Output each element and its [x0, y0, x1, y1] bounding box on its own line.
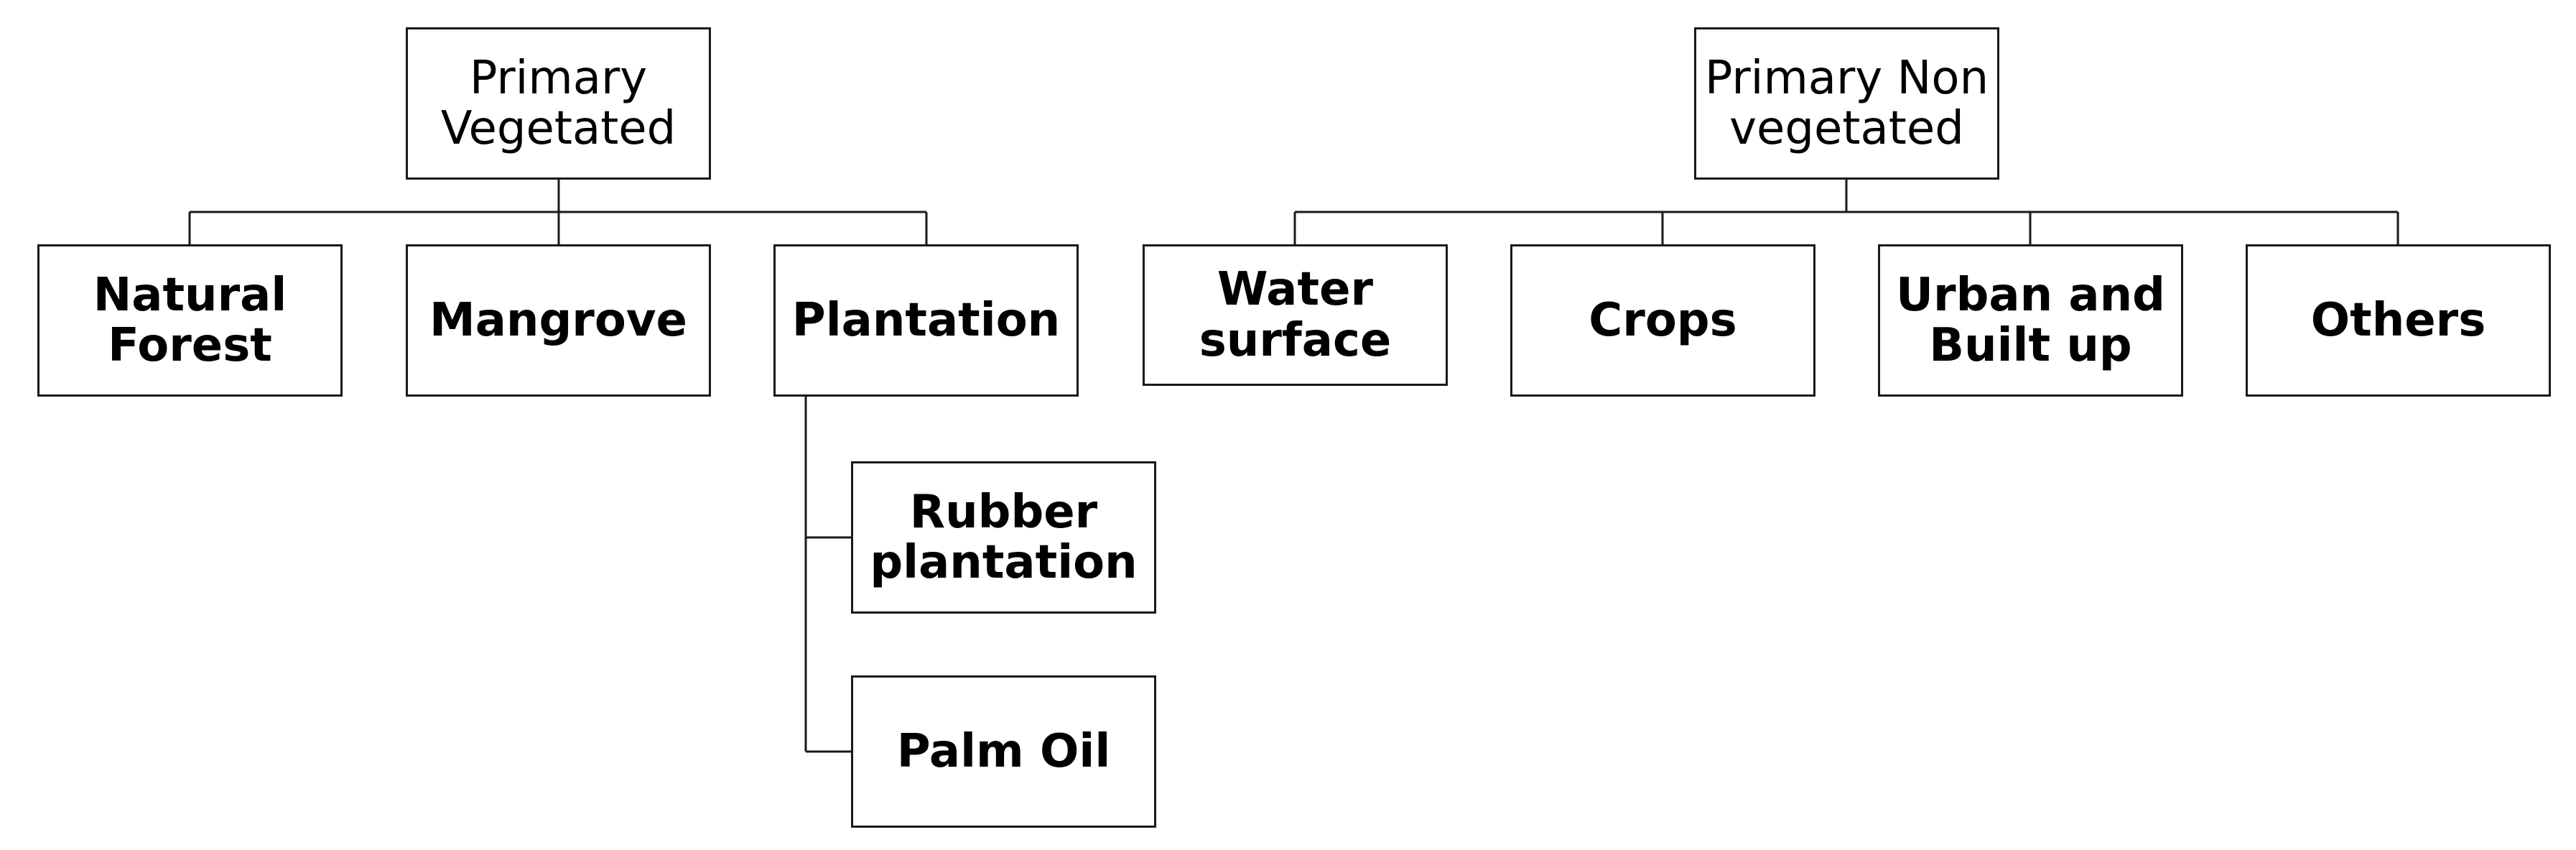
- node-rubber-plantation: Rubber plantation: [851, 461, 1156, 614]
- node-plantation: Plantation: [773, 244, 1079, 397]
- node-crops: Crops: [1510, 244, 1815, 397]
- node-mangrove: Mangrove: [406, 244, 711, 397]
- node-natural-forest: Natural Forest: [37, 244, 343, 397]
- node-palm-oil: Palm Oil: [851, 675, 1156, 828]
- node-urban-built-up: Urban and Built up: [1878, 244, 2183, 397]
- node-water-surface: Water surface: [1143, 244, 1448, 386]
- node-others: Others: [2246, 244, 2551, 397]
- node-primary-vegetated: Primary Vegetated: [406, 27, 711, 180]
- node-primary-non-vegetated: Primary Non vegetated: [1694, 27, 1999, 180]
